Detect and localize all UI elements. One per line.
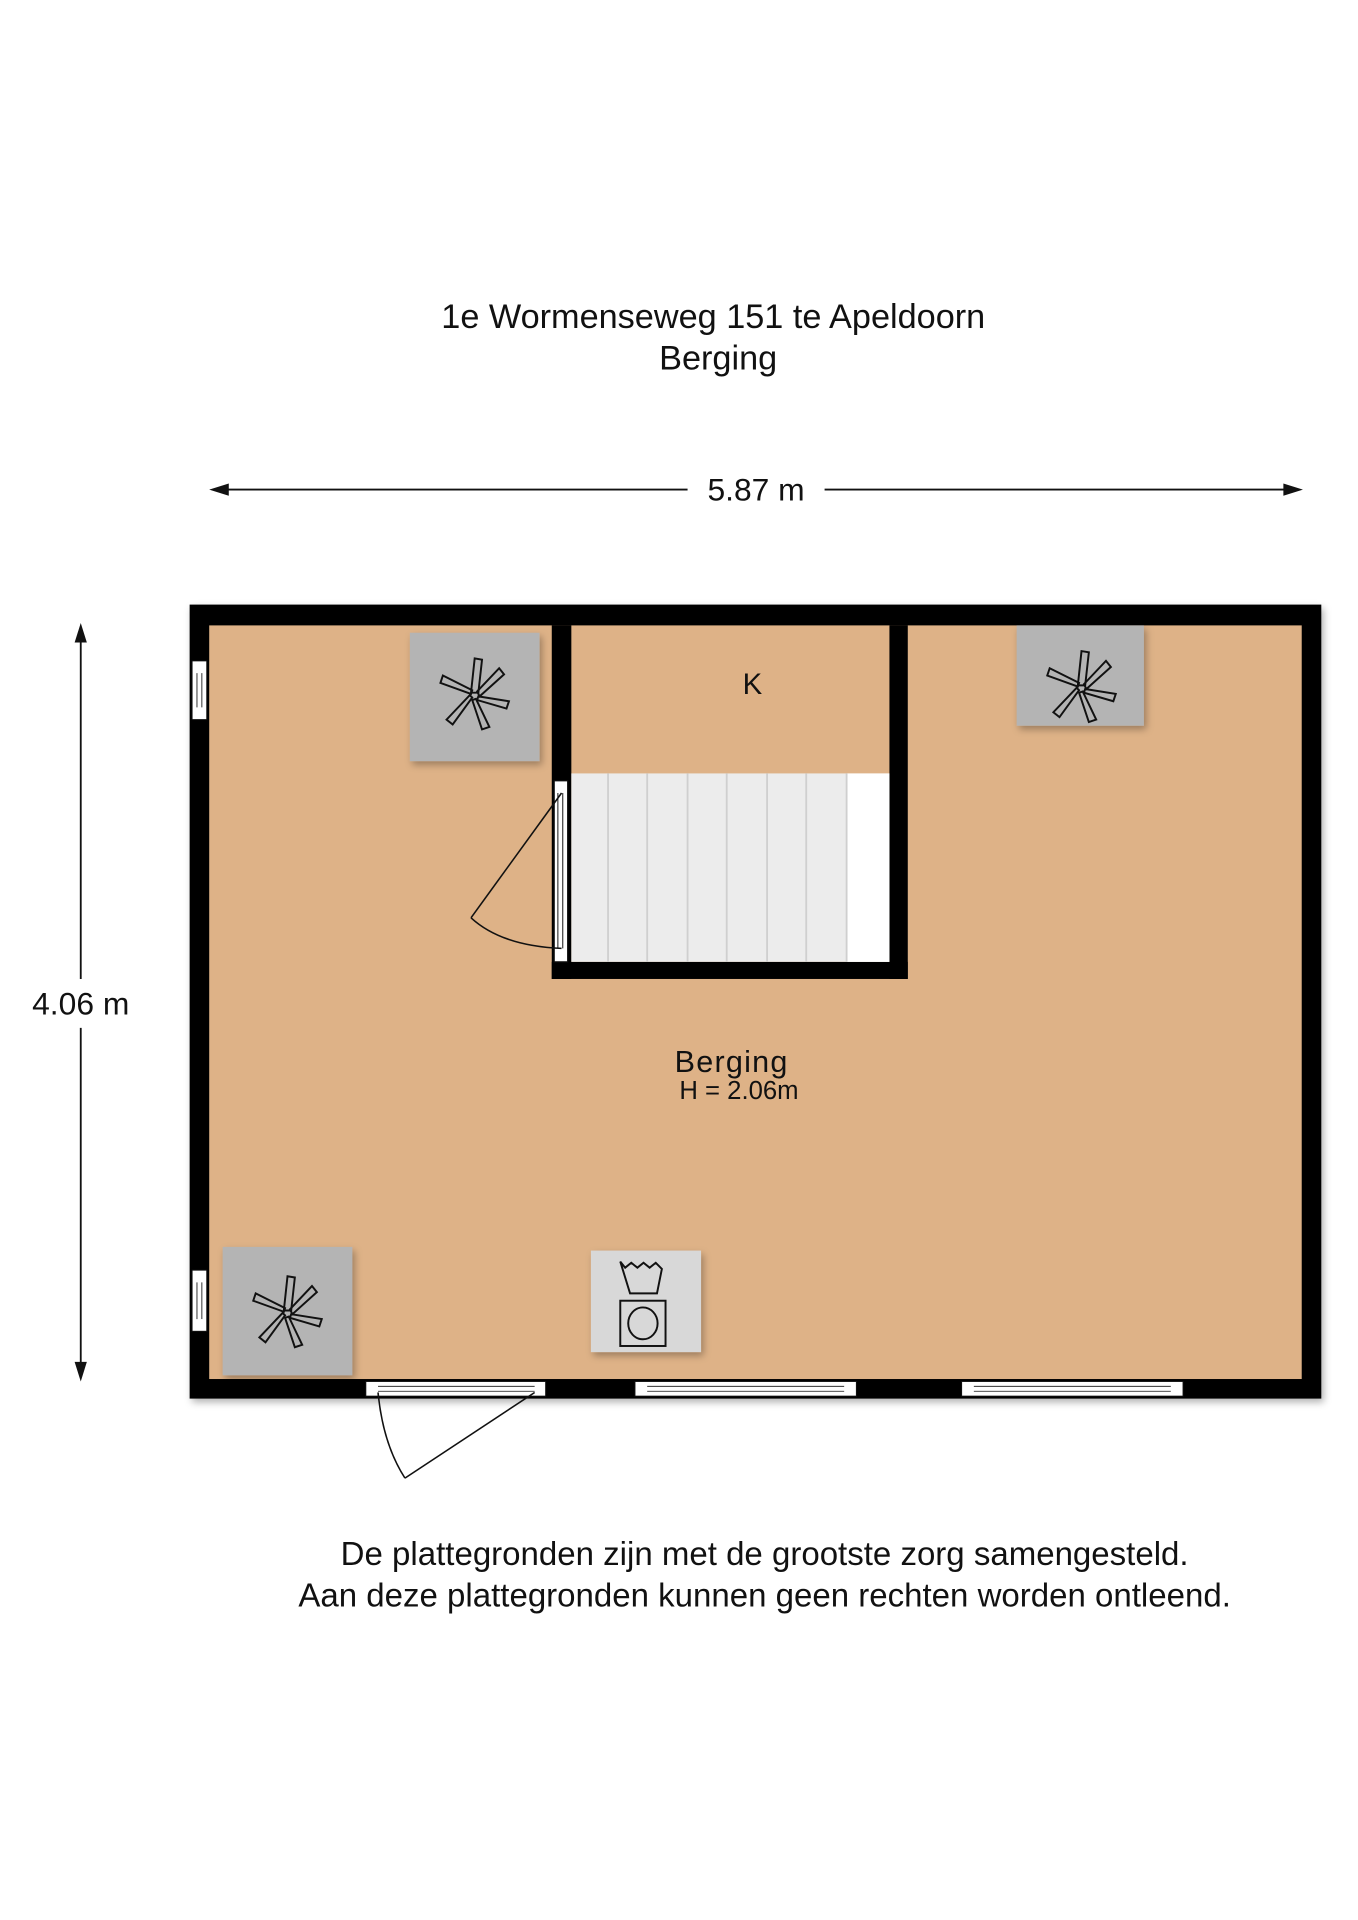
width-label: 5.87 m xyxy=(707,472,804,508)
width-dimension: 5.87 m xyxy=(209,472,1303,508)
washer-drum-icon xyxy=(627,1306,659,1341)
arrow-up-icon xyxy=(74,622,87,643)
closet-door[interactable] xyxy=(470,780,569,963)
arrow-right-icon xyxy=(1283,483,1303,496)
room-name: Berging xyxy=(675,1045,789,1079)
fan-unit-1 xyxy=(409,632,540,762)
staircase xyxy=(571,773,890,962)
arrow-down-icon xyxy=(74,1361,87,1382)
depth-label: 4.06 m xyxy=(32,985,129,1021)
closet-wall-right xyxy=(889,625,908,979)
room-height: H = 2.06m xyxy=(679,1077,798,1105)
disclaimer-line-2: Aan deze plattegronden kunnen geen recht… xyxy=(298,1577,1231,1614)
disclaimer-line-1: De plattegronden zijn met de grootste zo… xyxy=(341,1535,1189,1572)
window-left-bottom xyxy=(191,1269,208,1332)
wash-tub-icon xyxy=(619,1260,663,1295)
fan-unit-2 xyxy=(1016,625,1144,726)
washing-machine xyxy=(590,1250,702,1353)
entrance-door[interactable] xyxy=(365,1380,547,1479)
closet-wall-bottom xyxy=(551,961,908,979)
arrow-left-icon xyxy=(209,483,229,496)
window-bottom-2 xyxy=(961,1380,1184,1397)
closet-label: K xyxy=(743,668,763,701)
depth-dimension: 4.06 m xyxy=(32,622,129,1382)
fan-unit-3 xyxy=(222,1246,353,1376)
window-bottom-1 xyxy=(634,1380,857,1397)
window-left-top xyxy=(191,660,208,721)
floor xyxy=(209,625,1302,1380)
address-title: 1e Wormenseweg 151 te Apeldoorn xyxy=(441,298,985,336)
floor-title: Berging xyxy=(659,340,777,378)
